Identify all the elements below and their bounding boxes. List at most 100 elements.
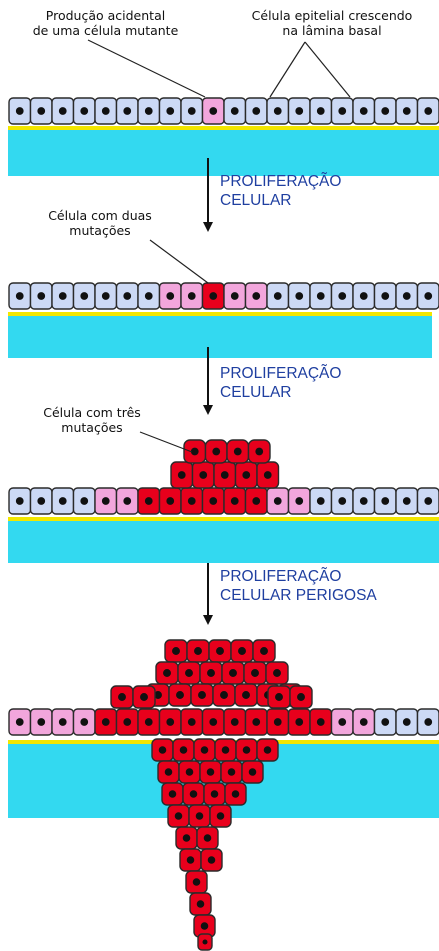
mutant-cell	[186, 639, 210, 663]
nucleus	[295, 497, 304, 505]
nucleus	[15, 497, 24, 505]
nucleus	[238, 647, 246, 655]
mutant-cell	[177, 661, 201, 685]
nucleus	[58, 497, 67, 505]
nucleus	[199, 471, 208, 479]
nucleus	[194, 647, 202, 655]
nucleus	[166, 107, 175, 115]
nucleus	[144, 718, 153, 726]
nucleus	[273, 718, 282, 726]
nucleus	[168, 790, 177, 798]
mutant-cell	[200, 848, 223, 872]
mutant-cell	[247, 439, 271, 464]
mutant-cell	[157, 760, 180, 784]
one-mutation-cell	[287, 487, 311, 515]
nucleus	[273, 497, 282, 505]
nucleus	[230, 497, 239, 505]
mutant-cell	[175, 826, 198, 850]
mutant-cell	[161, 782, 184, 806]
mutant-cell	[201, 282, 225, 310]
mutant-cell	[182, 782, 205, 806]
nucleus	[316, 497, 325, 505]
nucleus	[15, 107, 24, 115]
normal-cell	[416, 97, 439, 125]
one-mutation-cell	[29, 708, 53, 736]
nucleus	[203, 834, 212, 842]
basal-lamina	[8, 126, 439, 130]
mutant-cell	[267, 685, 291, 709]
mutant-cell	[265, 661, 289, 685]
nucleus	[273, 107, 282, 115]
nucleus	[220, 471, 229, 479]
normal-cell	[352, 97, 376, 125]
one-mutation-cell	[158, 282, 182, 310]
nucleus	[424, 497, 433, 505]
nucleus	[101, 497, 110, 505]
nucleus	[381, 107, 390, 115]
connective-tissue	[8, 129, 439, 176]
mutant-cell	[287, 708, 311, 736]
nucleus	[144, 497, 153, 505]
normal-cell	[373, 708, 397, 736]
normal-cell	[72, 97, 96, 125]
mutant-cell	[164, 639, 188, 663]
nucleus	[192, 878, 201, 886]
normal-cell	[158, 97, 182, 125]
nucleus	[229, 669, 237, 677]
normal-cell	[29, 487, 53, 515]
three-mutations-label-line1: Célula com três	[43, 405, 141, 420]
mutant-cell	[197, 933, 213, 951]
mutant-cell	[137, 708, 161, 736]
nucleus	[190, 447, 199, 456]
nucleus	[359, 497, 368, 505]
nucleus	[273, 669, 281, 677]
mutant-cell	[212, 683, 236, 707]
nucleus	[252, 107, 261, 115]
nucleus	[252, 718, 261, 726]
nucleus	[187, 107, 196, 115]
nucleus	[101, 718, 110, 726]
connective-tissue	[8, 315, 432, 358]
down-arrow-icon	[203, 347, 213, 415]
nucleus	[402, 718, 411, 726]
two-mutations-label-line2: mutações	[69, 223, 131, 238]
mutant-cell	[158, 487, 182, 515]
nucleus	[58, 718, 67, 726]
mutant-cell	[214, 738, 237, 762]
down-arrow-icon	[203, 158, 213, 232]
mutant-cell	[223, 487, 247, 515]
mutant-cell	[137, 487, 161, 515]
nucleus	[263, 471, 272, 479]
nucleus	[166, 497, 175, 505]
normal-cell	[137, 97, 161, 125]
nucleus	[172, 647, 180, 655]
nucleus	[227, 768, 236, 776]
nucleus	[123, 497, 132, 505]
normal-cell	[29, 97, 53, 125]
nucleus	[58, 292, 67, 300]
normal-cell	[395, 708, 419, 736]
three-mutations-label-line2: mutações	[61, 420, 123, 435]
one-mutation-cell	[244, 282, 268, 310]
leader-line-three-mutations	[139, 431, 193, 453]
normal-cell	[51, 97, 75, 125]
nucleus	[163, 669, 171, 677]
mutant-cell	[170, 461, 194, 489]
nucleus	[230, 107, 239, 115]
normal-cell	[266, 282, 290, 310]
normal-cell	[395, 97, 419, 125]
nucleus	[185, 669, 193, 677]
nucleus	[295, 107, 304, 115]
normal-cell	[416, 487, 439, 515]
leader-line-epithelial-b	[304, 41, 351, 98]
mutant-cell	[185, 870, 208, 894]
mutant-cell	[180, 487, 204, 515]
nucleus	[202, 939, 208, 945]
mutant-cell	[155, 661, 179, 685]
mutant-cell	[234, 683, 258, 707]
one-mutation-cell	[266, 487, 290, 515]
normal-cell	[287, 97, 311, 125]
mutant-cell	[132, 685, 156, 709]
nucleus	[209, 292, 218, 300]
